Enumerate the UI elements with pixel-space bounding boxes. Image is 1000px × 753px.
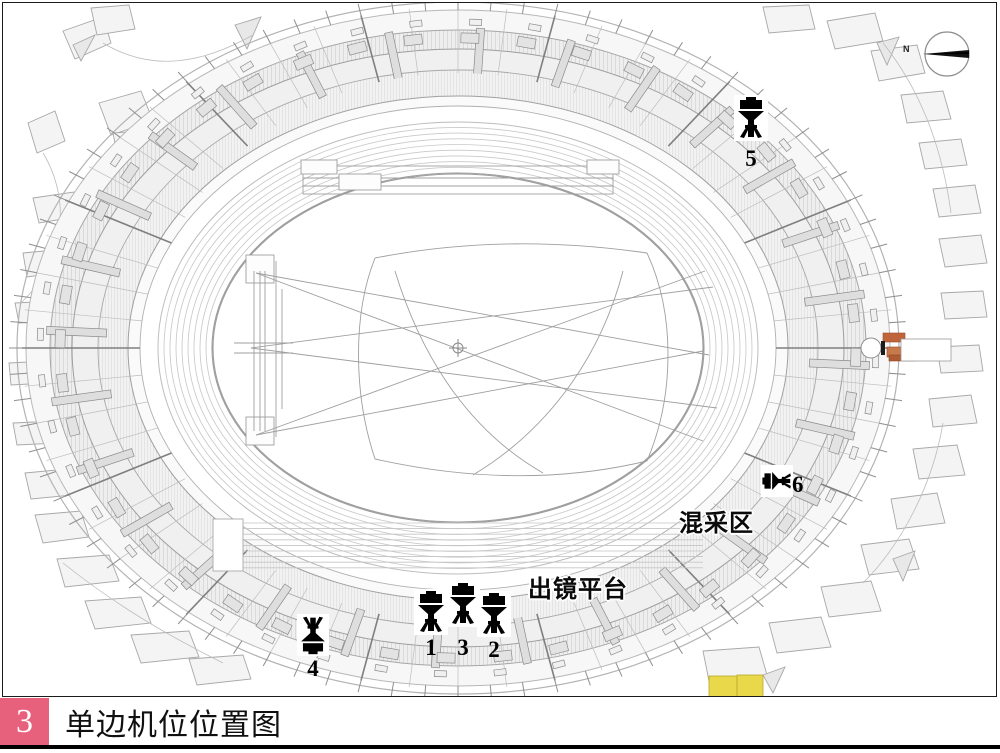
camera-tripod-icon (761, 465, 793, 497)
camera-marker-1[interactable]: 1 (414, 589, 448, 659)
camera-marker-2[interactable]: 2 (477, 591, 511, 661)
camera-tripod-icon (297, 614, 329, 656)
camera-tripod-icon (477, 591, 511, 637)
stadium-floor-plan (8, 3, 988, 696)
caption-underline (0, 745, 1000, 749)
figure-number: 3 (16, 702, 33, 740)
camera-marker-1-label: 1 (425, 635, 437, 660)
annotation-mixed-zone: 混采区 (679, 503, 754, 538)
figure-title: 单边机位位置图 (65, 707, 282, 743)
camera-marker-3[interactable]: 3 (446, 581, 480, 659)
annotation-on-camera-platform: 出镜平台 (528, 569, 628, 604)
camera-marker-4-label: 4 (307, 656, 319, 681)
camera-marker-4[interactable]: 4 (297, 614, 329, 680)
field-centre-mark (449, 339, 467, 357)
infield (234, 159, 718, 477)
camera-marker-6-label: 6 (792, 472, 804, 497)
compass-rose: N (903, 23, 981, 85)
figure-caption: 3 单边机位位置图 (0, 698, 1000, 745)
camera-marker-5[interactable]: 5 (734, 95, 768, 170)
camera-tripod-icon (414, 589, 448, 635)
compass-north-label: N (903, 44, 910, 54)
stadium-plan-frame: N 混采区 出镜平台 (2, 2, 997, 697)
figure-number-badge: 3 (0, 698, 49, 745)
annotation-mixed-zone-text: 混采区 (679, 509, 754, 537)
accent-elements (708, 332, 952, 696)
camera-tripod-icon (734, 95, 768, 141)
annotation-on-camera-platform-text: 出镜平台 (528, 575, 628, 603)
compass-north-icon (923, 31, 970, 77)
camera-tripod-icon (446, 581, 480, 627)
camera-marker-2-label: 2 (488, 637, 500, 662)
camera-marker-5-label: 5 (745, 146, 757, 171)
camera-marker-3-label: 3 (457, 635, 469, 660)
camera-marker-6[interactable]: 6 (761, 465, 804, 497)
track-straights (212, 518, 703, 572)
